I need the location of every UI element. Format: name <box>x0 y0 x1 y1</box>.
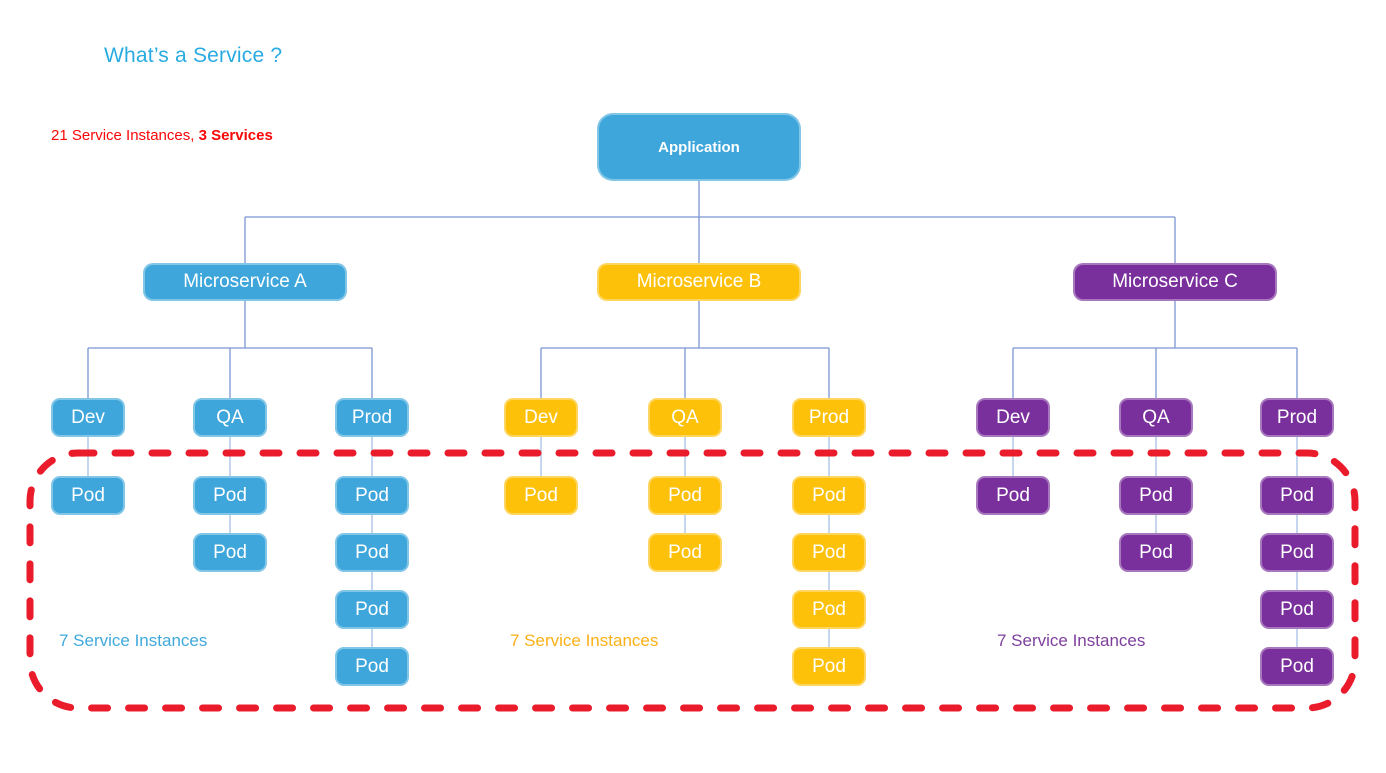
pod-node: Pod <box>51 476 125 515</box>
environment-node: Prod <box>792 398 866 437</box>
pod-node: Pod <box>335 590 409 629</box>
pod-node: Pod <box>1260 533 1334 572</box>
pod-node: Pod <box>1260 476 1334 515</box>
environment-node: QA <box>1119 398 1193 437</box>
service-instances-label: 7 Service Instances <box>997 631 1146 650</box>
pod-node: Pod <box>792 533 866 572</box>
service-instances-label: 7 Service Instances <box>510 631 659 650</box>
environment-node: Dev <box>51 398 125 437</box>
environment-node: Prod <box>335 398 409 437</box>
microservice-node: Microservice C <box>1073 263 1277 301</box>
microservice-node: Microservice B <box>597 263 801 301</box>
pod-node: Pod <box>335 476 409 515</box>
pod-node: Pod <box>1260 647 1334 686</box>
pod-node: Pod <box>648 533 722 572</box>
slide-title: What’s a Service ? <box>104 44 283 67</box>
pod-node: Pod <box>648 476 722 515</box>
pod-node: Pod <box>1260 590 1334 629</box>
environment-node: Prod <box>1260 398 1334 437</box>
pod-node: Pod <box>504 476 578 515</box>
service-instances-label: 7 Service Instances <box>59 631 208 650</box>
environment-node: Dev <box>976 398 1050 437</box>
environment-node: Dev <box>504 398 578 437</box>
stats-services-count: 3 Services <box>198 127 273 144</box>
pod-node: Pod <box>792 590 866 629</box>
application-node: Application <box>597 113 801 181</box>
environment-node: QA <box>193 398 267 437</box>
pod-node: Pod <box>1119 533 1193 572</box>
pod-node: Pod <box>335 533 409 572</box>
stats-instances-count: 21 Service Instances, <box>51 127 199 144</box>
pod-node: Pod <box>1119 476 1193 515</box>
environment-node: QA <box>648 398 722 437</box>
pod-node: Pod <box>335 647 409 686</box>
pod-node: Pod <box>792 647 866 686</box>
pod-node: Pod <box>193 476 267 515</box>
pod-node: Pod <box>976 476 1050 515</box>
pod-node: Pod <box>193 533 267 572</box>
microservice-node: Microservice A <box>143 263 347 301</box>
stats-line: 21 Service Instances, 3 Services <box>51 127 273 144</box>
pod-node: Pod <box>792 476 866 515</box>
